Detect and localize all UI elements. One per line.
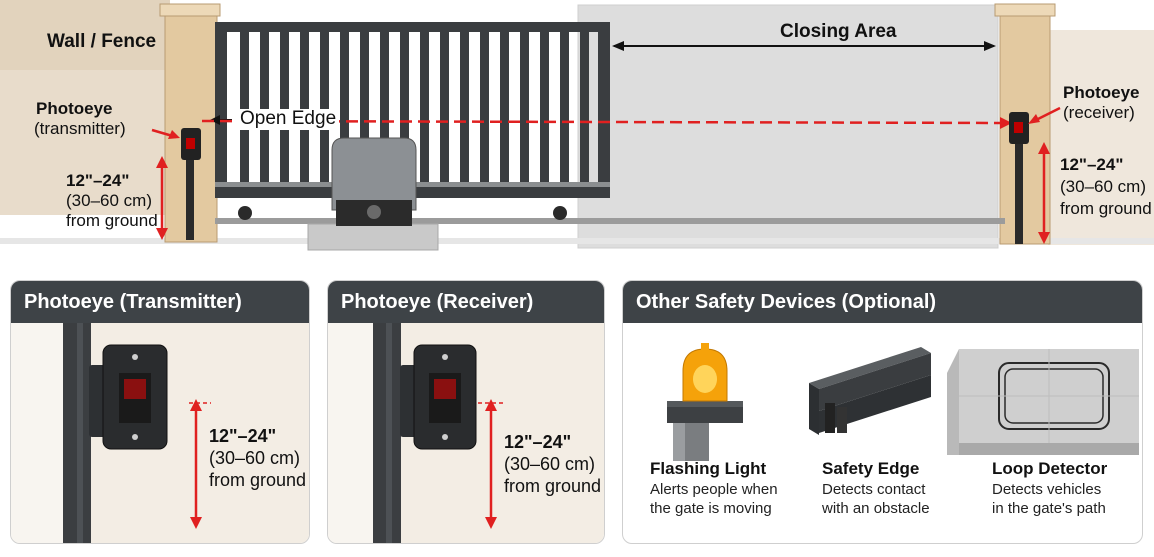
device-desc-loop-detector-1: Detects vehicles: [992, 481, 1102, 498]
receiver-title: Photoeye: [1063, 83, 1140, 102]
left-height-metric: (30–60 cm): [66, 191, 152, 210]
gate-bar: [580, 32, 589, 184]
right-wall: [1048, 30, 1154, 245]
receiver-panel: Photoeye (Receiver) 12"–24" (30–60 cm) f…: [327, 280, 605, 544]
receiver-panel-range: 12"–24": [504, 432, 572, 452]
gate-bar: [560, 32, 569, 184]
flashing-light-icon: [667, 343, 743, 461]
other-devices-panel: Other Safety Devices (Optional): [622, 280, 1143, 544]
gate-bar: [460, 32, 469, 184]
receiver-post: [1009, 112, 1029, 244]
transmitter-panel: Photoeye (Transmitter) 12"–24" (30–60 cm…: [10, 280, 310, 544]
gate-bar: [520, 32, 529, 184]
device-desc-flashing-light-1: Alerts people when: [650, 481, 778, 498]
wall-fence-label: Wall / Fence: [47, 31, 157, 52]
gate-bar: [480, 32, 489, 184]
gate-motor: [307, 137, 439, 251]
gate-bar: [260, 32, 269, 184]
open-edge-label: Open Edge: [237, 108, 340, 130]
gate-bar: [240, 32, 249, 184]
transmitter-panel-metric: (30–60 cm): [209, 448, 301, 468]
transmitter-panel-range: 12"–24": [209, 426, 277, 446]
loop-detector-icon: [947, 349, 1139, 455]
device-name-safety-edge: Safety Edge: [822, 459, 920, 478]
transmitter-panel-note: from ground: [209, 470, 307, 490]
left-height-note: from ground: [66, 211, 158, 230]
gate-scene: [0, 0, 1154, 251]
closing-area-label: Closing Area: [780, 21, 897, 42]
device-desc-loop-detector-2: in the gate's path: [992, 500, 1106, 517]
device-desc-flashing-light-2: the gate is moving: [650, 500, 772, 517]
receiver-panel-title: Photoeye (Receiver): [328, 281, 604, 323]
transmitter-panel-title: Photoeye (Transmitter): [11, 281, 309, 323]
gate-bar: [360, 32, 369, 184]
gate-bar: [300, 32, 309, 184]
gate-bar: [320, 32, 329, 184]
gate-bar: [400, 32, 409, 184]
safety-edge-icon: [809, 347, 931, 435]
gate-bar: [380, 32, 389, 184]
receiver-closeup: [328, 323, 604, 543]
receiver-panel-metric: (30–60 cm): [504, 454, 596, 474]
gate-bar: [280, 32, 289, 184]
transmitter-subtitle: (transmitter): [34, 119, 126, 138]
device-name-loop-detector: Loop Detector: [992, 459, 1108, 478]
right-height-metric: (30–60 cm): [1060, 177, 1146, 196]
gate-bar: [340, 32, 349, 184]
receiver-panel-note: from ground: [504, 476, 602, 496]
device-desc-safety-edge-2: with an obstacle: [822, 500, 930, 517]
right-height-note: from ground: [1060, 199, 1152, 218]
device-name-flashing-light: Flashing Light: [650, 459, 767, 478]
other-devices-title: Other Safety Devices (Optional): [623, 281, 1142, 323]
gate-bar: [420, 32, 429, 184]
gate-bar: [500, 32, 509, 184]
device-desc-safety-edge-1: Detects contact: [822, 481, 926, 498]
transmitter-closeup: [11, 323, 309, 543]
left-height-range: 12"–24": [66, 171, 130, 190]
receiver-subtitle: (receiver): [1063, 103, 1135, 122]
gate-bar: [540, 32, 549, 184]
transmitter-post: [181, 128, 201, 240]
transmitter-title: Photoeye: [36, 99, 113, 118]
gate-bar: [440, 32, 449, 184]
right-height-range: 12"–24": [1060, 155, 1124, 174]
